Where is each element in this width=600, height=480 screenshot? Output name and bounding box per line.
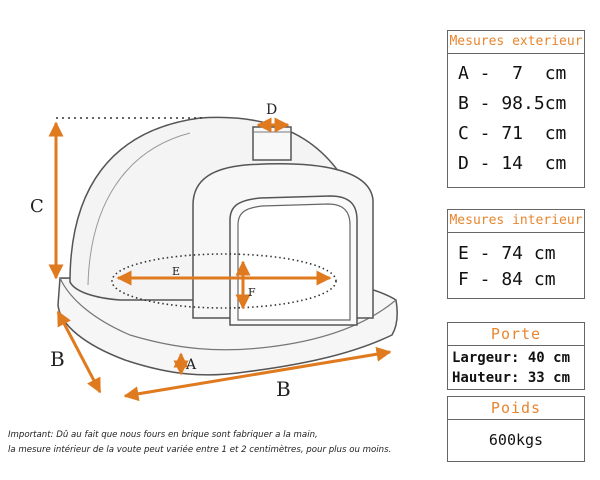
interior-measures-box: Mesures interieur E - 74 cm F - 84 cm <box>447 209 585 299</box>
arrow-b-bottom <box>123 346 392 402</box>
door-title: Porte <box>448 323 584 346</box>
exterior-measures-box: Mesures exterieur A - 7 cm B - 98.5cm C … <box>447 30 585 188</box>
label-d: D <box>266 102 277 118</box>
label-c: C <box>30 196 44 217</box>
label-b-bottom: B <box>276 377 291 401</box>
exterior-row-d: D - 14 cm <box>458 153 567 174</box>
weight-value: 600kgs <box>488 431 544 449</box>
exterior-measures-title: Mesures exterieur <box>448 31 584 54</box>
interior-row-f: F - 84 cm <box>458 269 556 290</box>
oven-door <box>192 163 374 326</box>
interior-floor-outline <box>111 253 337 309</box>
interior-measures-title: Mesures interieur <box>448 210 584 233</box>
exterior-row-a: A - 7 cm <box>458 63 567 84</box>
interior-row-e: E - 74 cm <box>458 243 556 264</box>
label-f: F <box>248 286 256 299</box>
exterior-row-c: C - 71 cm <box>458 123 567 144</box>
disclaimer-line-1: Important: Dû au fait que nous fours en … <box>8 430 318 440</box>
chimney <box>252 126 292 161</box>
disclaimer-note: Important: Dû au fait que nous fours en … <box>8 428 438 458</box>
weight-box: Poids 600kgs <box>447 396 585 462</box>
disclaimer-line-2: la mesure intérieur de la voute peut var… <box>8 445 392 455</box>
label-a: A <box>185 357 197 373</box>
label-e: E <box>172 265 180 278</box>
door-width: Largeur: 40 cm <box>452 350 571 366</box>
label-b-left: B <box>50 347 65 371</box>
exterior-row-b: B - 98.5cm <box>458 93 567 114</box>
door-box: Porte Largeur: 40 cm Hauteur: 33 cm <box>447 322 585 390</box>
weight-title: Poids <box>448 397 584 420</box>
arrow-b-left <box>56 310 102 394</box>
door-height: Hauteur: 33 cm <box>452 370 571 386</box>
